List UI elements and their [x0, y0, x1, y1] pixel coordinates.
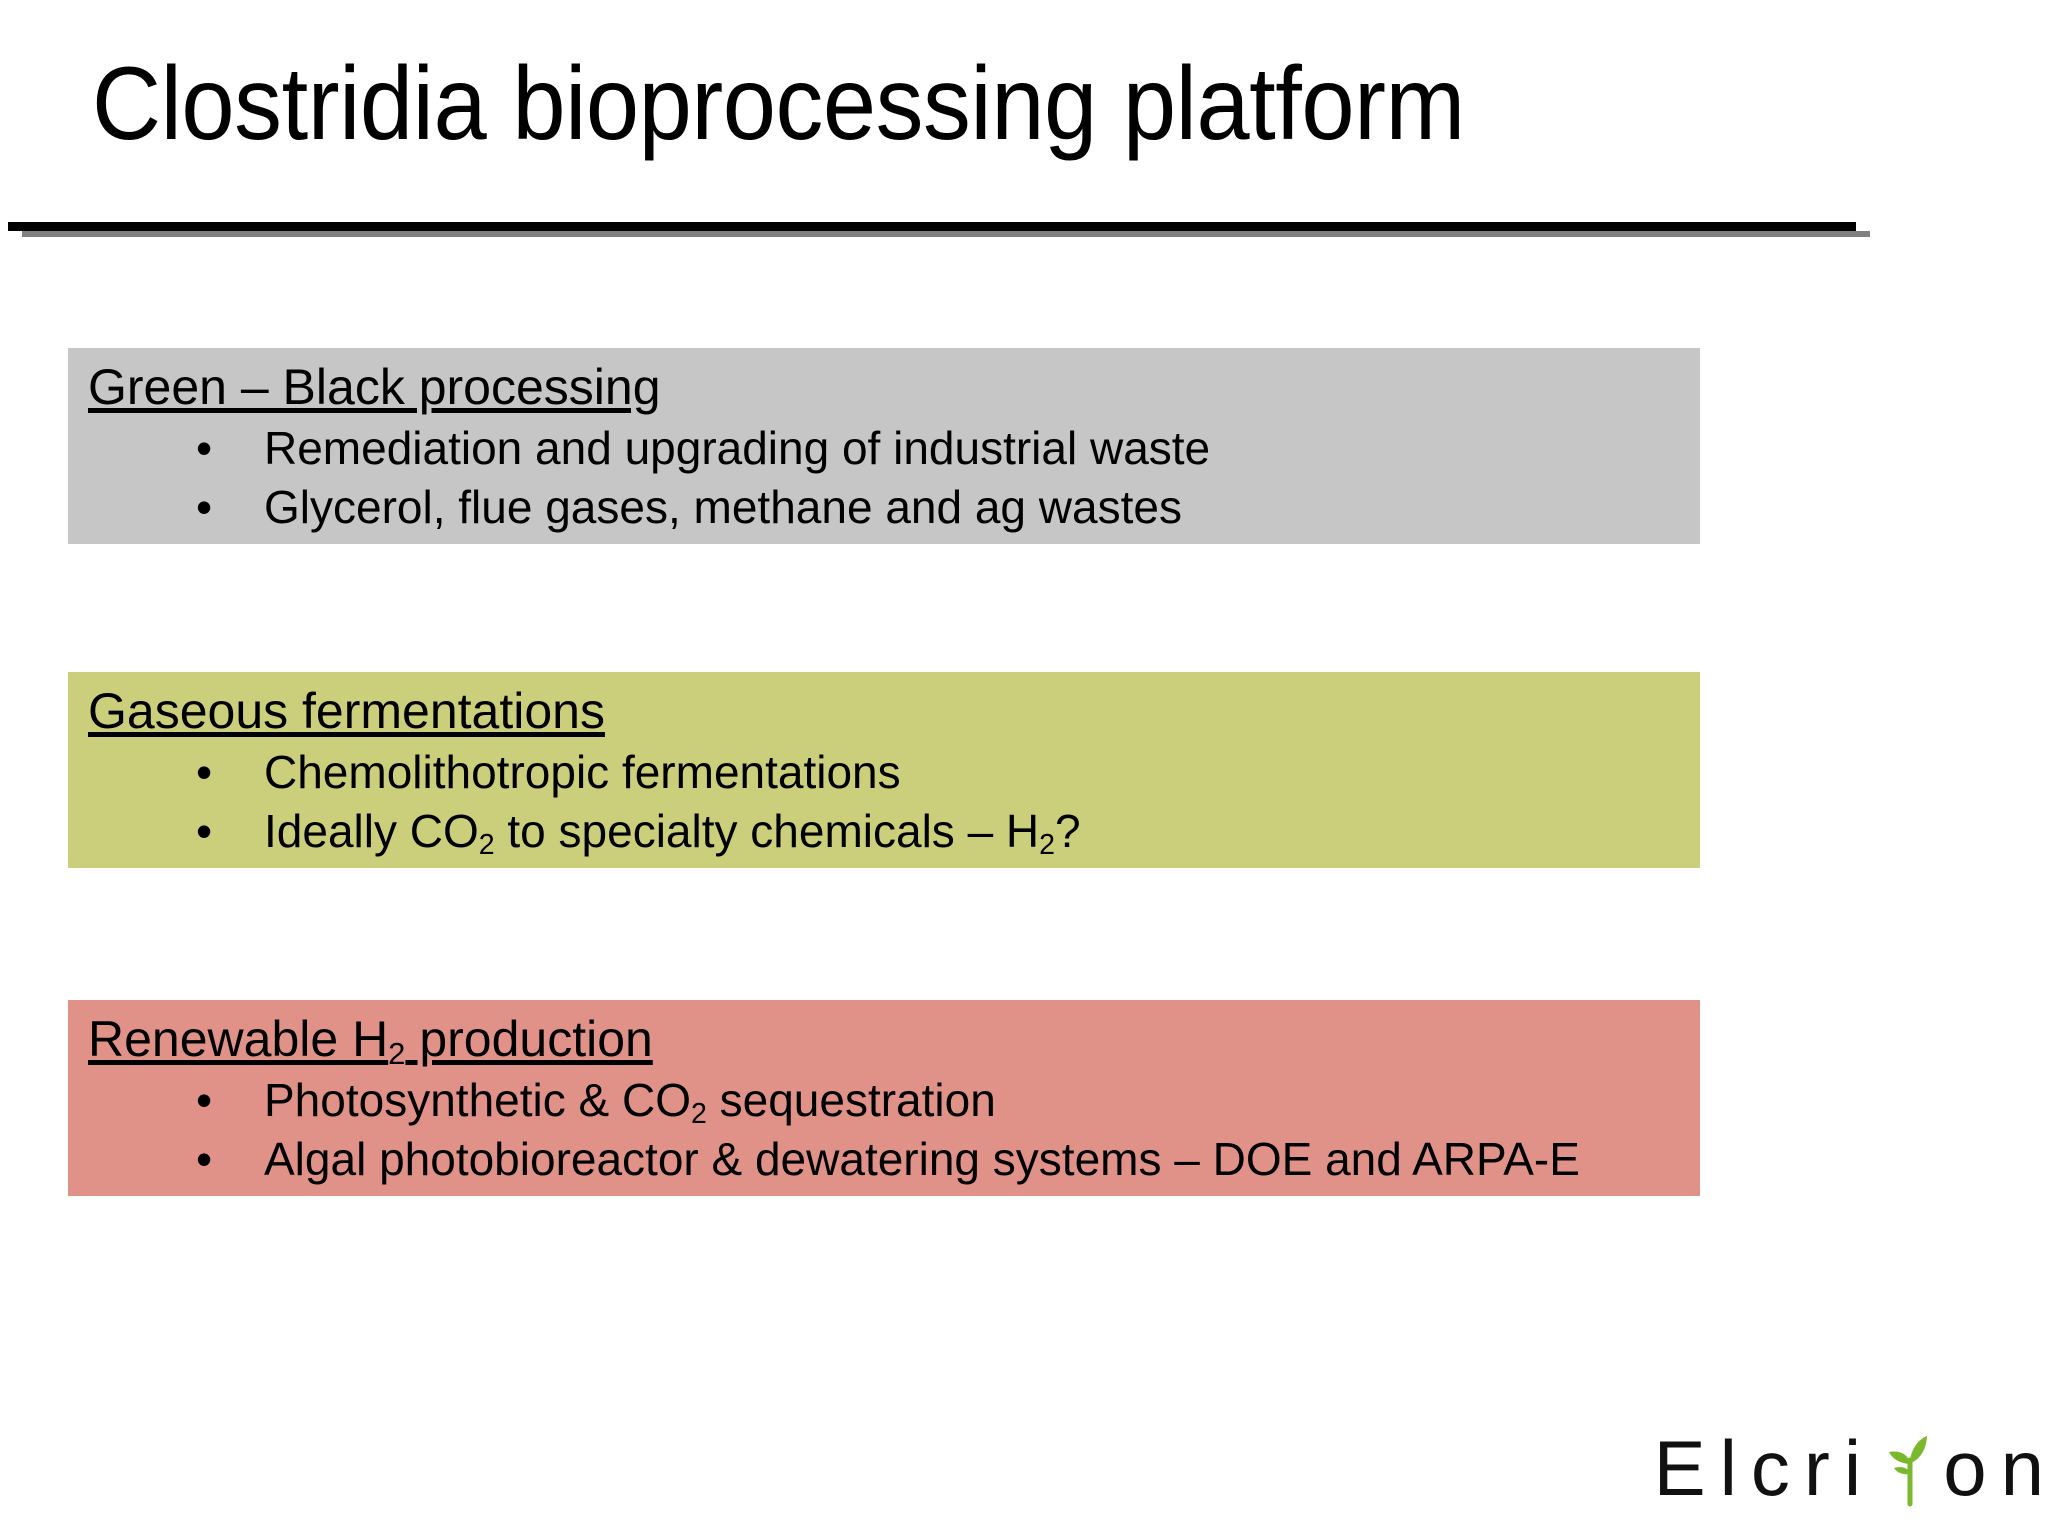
list-item: • Ideally CO2 to specialty chemicals – H… [68, 803, 1700, 861]
text-fragment: Photosynthetic & CO [264, 1074, 691, 1126]
list-item-label: Remediation and upgrading of industrial … [264, 422, 1211, 474]
logo-text-part1: Elcri [1653, 1424, 1876, 1512]
list-item: • Algal photobioreactor & dewatering sys… [68, 1131, 1700, 1188]
content-block-renewable-h2: Renewable H2 production • Photosynthetic… [68, 1000, 1700, 1197]
bullet-icon: • [196, 422, 213, 474]
list-item: • Photosynthetic & CO2 sequestration [68, 1072, 1700, 1130]
list-item-label: Chemolithotropic fermentations [264, 746, 901, 798]
text-fragment: ? [1055, 805, 1081, 858]
bullet-list-renewable-h2: • Photosynthetic & CO2 sequestration • A… [68, 1072, 1700, 1188]
block-heading-renewable-h2: Renewable H2 production [68, 1010, 1700, 1072]
text-fragment: to specialty chemicals – H [494, 805, 1040, 858]
divider-shadow [22, 231, 1870, 237]
leaf-icon [1879, 1430, 1941, 1508]
block-heading-gaseous-fermentations: Gaseous fermentations [88, 683, 605, 739]
text-fragment: sequestration [706, 1074, 996, 1126]
bullet-icon: • [196, 746, 213, 798]
bullet-icon: • [196, 805, 213, 858]
bullet-list-green-black: • Remediation and upgrading of industria… [68, 420, 1700, 536]
bullet-icon: • [196, 1133, 213, 1186]
text-fragment: Renewable H [88, 1011, 389, 1067]
subscript-2: 2 [388, 1036, 406, 1072]
subscript-2: 2 [690, 1098, 707, 1131]
content-block-gaseous-fermentations: Gaseous fermentations • Chemolithotropic… [68, 672, 1700, 869]
list-item-label: Algal photobioreactor & dewatering syste… [264, 1133, 1580, 1186]
divider-bar [8, 222, 1856, 231]
list-item-label: Glycerol, flue gases, methane and ag was… [264, 481, 1182, 534]
block-heading-green-black: Green – Black processing [88, 359, 661, 415]
list-item: • Chemolithotropic fermentations [68, 744, 1700, 801]
logo-text-part2: on [1943, 1424, 2048, 1512]
bullet-icon: • [196, 1074, 213, 1126]
elcriyon-logo: Elcri on [1654, 1423, 2048, 1514]
subscript-2: 2 [478, 829, 495, 862]
list-item-label: Photosynthetic & CO2 sequestration [264, 1074, 996, 1130]
page-title: Clostridia bioprocessing platform [92, 46, 1465, 162]
bullet-icon: • [196, 481, 213, 534]
content-block-green-black: Green – Black processing • Remediation a… [68, 348, 1700, 545]
title-divider [8, 222, 1870, 238]
subscript-2: 2 [1039, 829, 1056, 862]
text-fragment: Ideally CO [264, 805, 479, 858]
list-item: • Glycerol, flue gases, methane and ag w… [68, 479, 1700, 536]
bullet-list-gaseous-fermentations: • Chemolithotropic fermentations • Ideal… [68, 744, 1700, 861]
list-item-label: Ideally CO2 to specialty chemicals – H2? [264, 805, 1081, 861]
text-fragment: production [405, 1011, 653, 1067]
list-item: • Remediation and upgrading of industria… [68, 420, 1700, 477]
